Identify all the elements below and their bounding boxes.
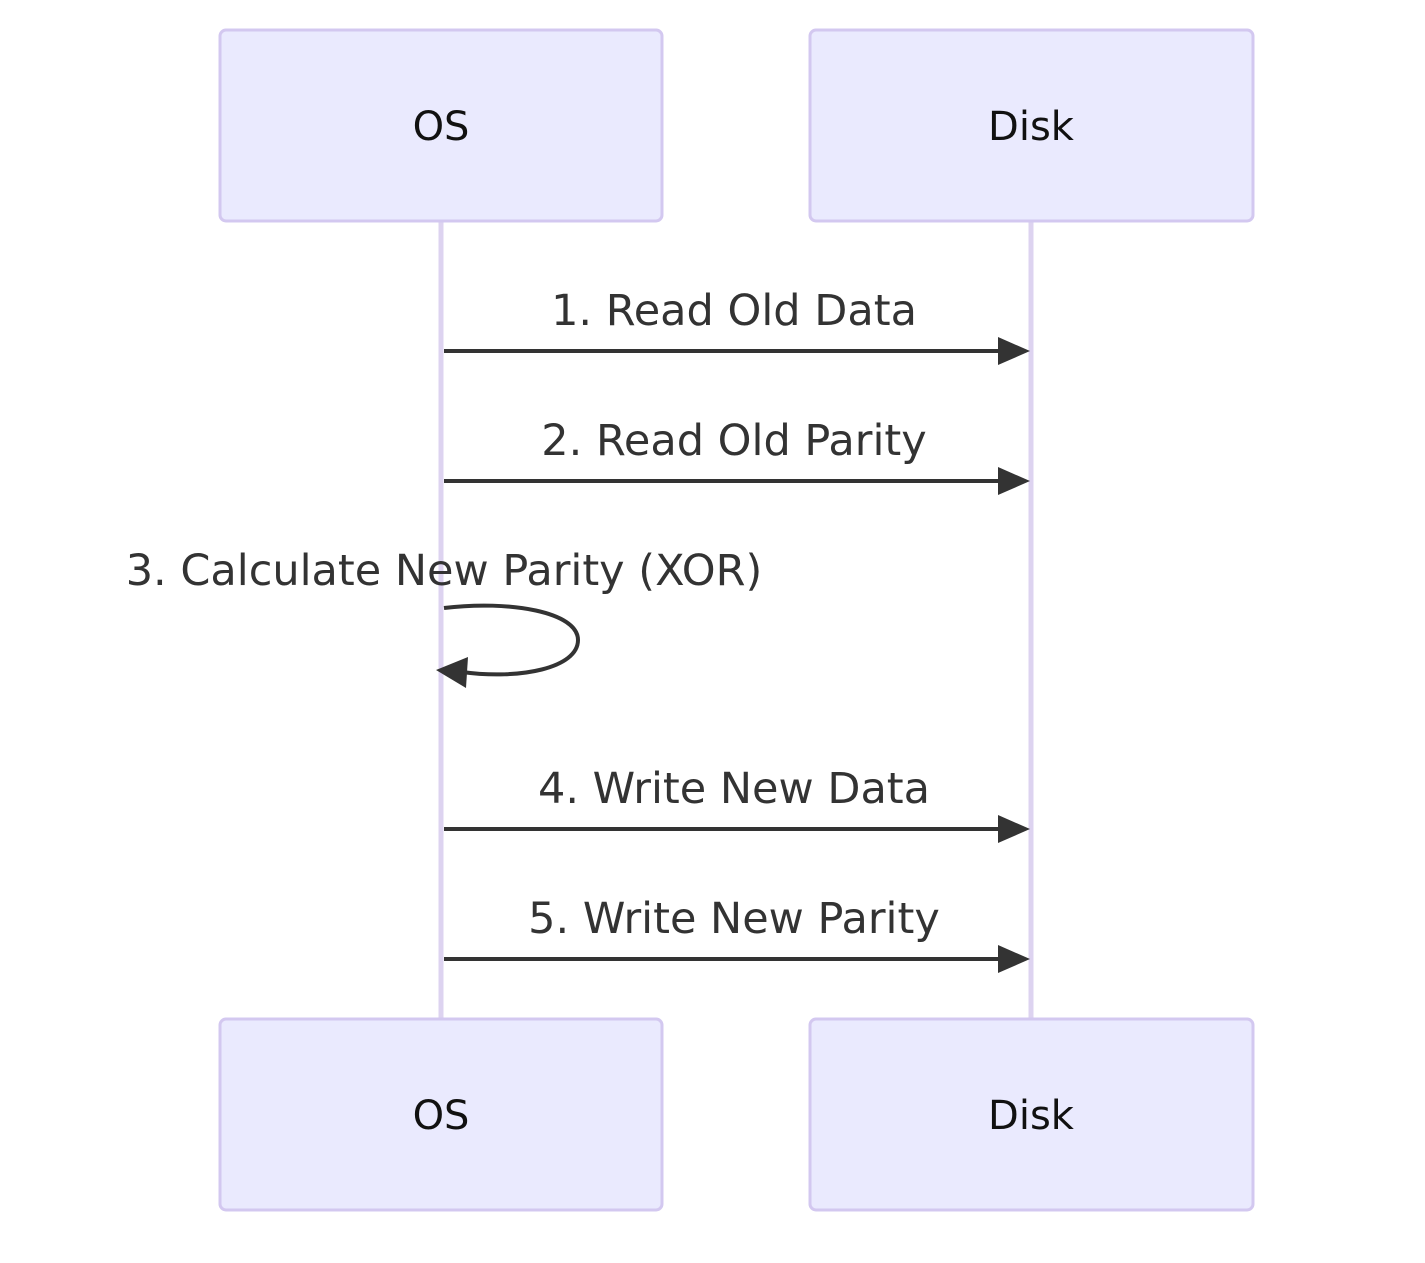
actor-label: Disk bbox=[988, 1093, 1075, 1139]
actor-box bbox=[218, 1017, 664, 1212]
actor-os-bottom: OS bbox=[218, 1017, 664, 1212]
actor-disk-bottom: Disk bbox=[808, 1017, 1255, 1212]
arrowhead-icon bbox=[998, 815, 1030, 843]
arrowhead-icon bbox=[998, 467, 1030, 495]
actor-label: Disk bbox=[988, 104, 1075, 150]
actor-label: OS bbox=[413, 104, 470, 150]
actor-box bbox=[218, 28, 664, 223]
message-label: 2. Read Old Parity bbox=[541, 416, 926, 466]
actor-box bbox=[808, 1017, 1255, 1212]
message-4: 4. Write New Data bbox=[444, 764, 1030, 843]
actor-box bbox=[808, 28, 1255, 223]
arrowhead-icon bbox=[436, 657, 468, 688]
message-label: 5. Write New Parity bbox=[528, 894, 940, 944]
actor-label: OS bbox=[413, 1093, 470, 1139]
actor-disk-top: Disk bbox=[808, 28, 1255, 223]
message-3-self: 3. Calculate New Parity (XOR) bbox=[126, 546, 763, 688]
arrowhead-icon bbox=[998, 945, 1030, 973]
arrowhead-icon bbox=[998, 337, 1030, 365]
self-loop-arrow-line bbox=[443, 603, 581, 677]
message-label: 1. Read Old Data bbox=[551, 286, 917, 336]
message-1: 1. Read Old Data bbox=[444, 286, 1030, 365]
message-5: 5. Write New Parity bbox=[444, 894, 1030, 973]
message-label: 4. Write New Data bbox=[538, 764, 930, 814]
message-2: 2. Read Old Parity bbox=[444, 416, 1030, 495]
message-label: 3. Calculate New Parity (XOR) bbox=[126, 546, 763, 596]
actor-os-top: OS bbox=[218, 28, 664, 223]
